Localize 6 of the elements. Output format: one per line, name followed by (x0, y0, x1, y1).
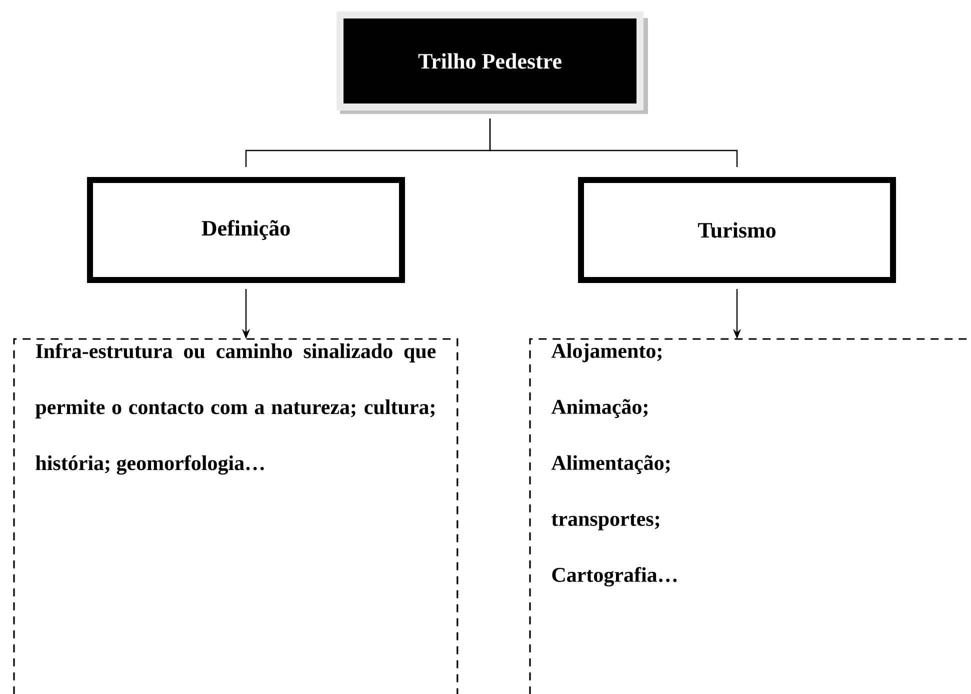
category-box: Definição (87, 177, 405, 283)
connector-line (489, 118, 738, 167)
text-panel: Alojamento; Animação; Alimentação; transportes; Cartografia… (529, 338, 971, 694)
text-panel: Infra-estrutura ou caminho sinalizado que permite o contacto com a natureza; cultura; história; geomorfologia… (13, 338, 458, 694)
category-box: Turismo (578, 177, 896, 283)
title-box: Trilho Pedestre (336, 12, 648, 114)
